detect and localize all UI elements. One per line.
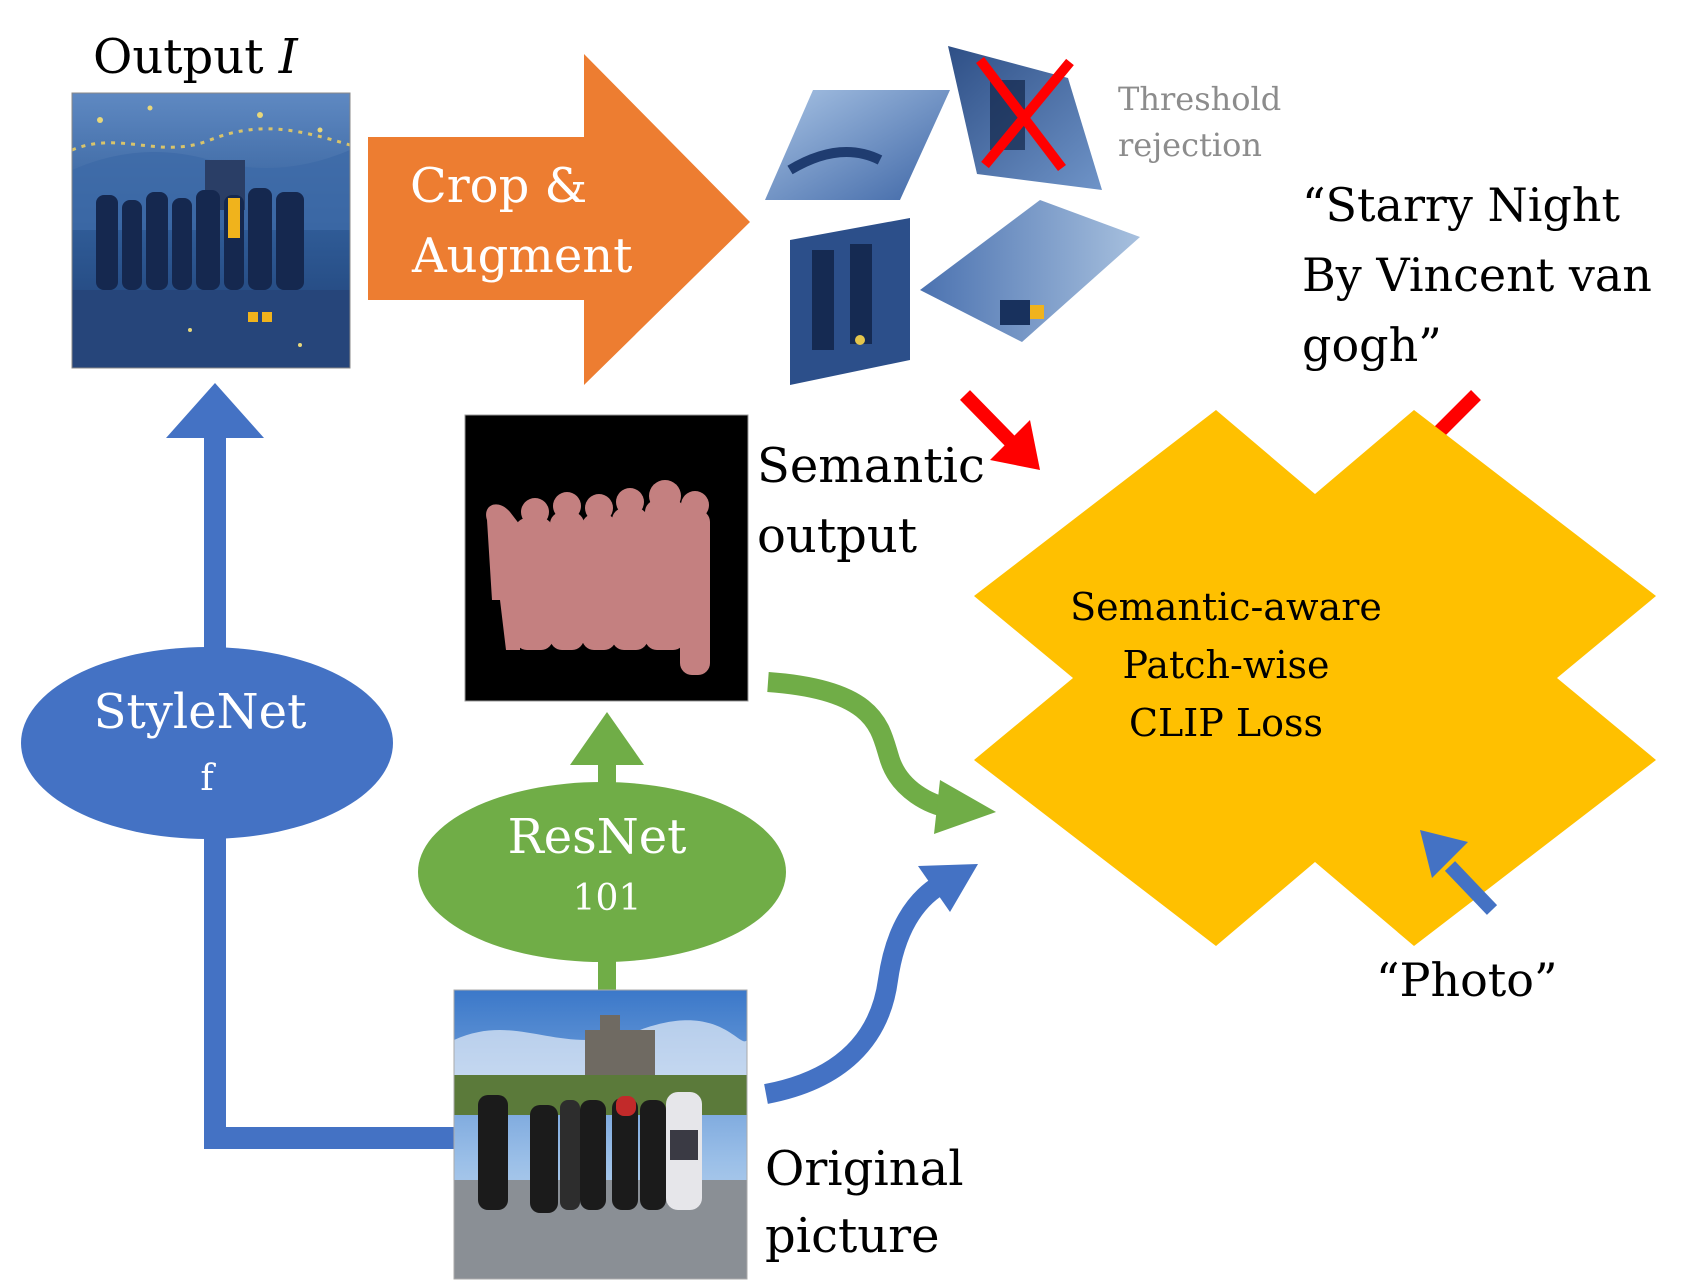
- threshold-line2: rejection: [1118, 126, 1262, 164]
- original-photo: [453, 989, 748, 1280]
- output-title: Output I: [93, 29, 299, 85]
- output-title-variable: I: [278, 29, 299, 85]
- loss-line2: Patch-wise: [1122, 643, 1329, 687]
- photo-prompt: “Photo”: [1376, 953, 1557, 1007]
- threshold-line1: Threshold: [1118, 80, 1281, 118]
- style-prompt-line3: gogh”: [1302, 318, 1442, 372]
- stylenet-sub: f: [200, 758, 216, 799]
- original-line2: picture: [765, 1208, 940, 1264]
- reject-cross-stroke-2: [981, 58, 1074, 169]
- augmented-patch-4: [920, 200, 1140, 342]
- loss-line1: Semantic-aware: [1070, 585, 1382, 629]
- loss-line3: CLIP Loss: [1129, 701, 1323, 745]
- semantic-output-line1: Semantic: [757, 438, 985, 494]
- red-arrow-patches-to-loss: [959, 390, 1040, 470]
- semantic-mask-image: [464, 414, 749, 702]
- resnet-sub: 101: [573, 878, 642, 919]
- resnet-name: ResNet: [508, 809, 687, 865]
- augmented-patch-1: [765, 90, 950, 200]
- crop-augment-line2: Augment: [411, 228, 632, 284]
- original-line1: Original: [765, 1141, 964, 1197]
- resnet-node: ResNet 101: [418, 782, 786, 962]
- augmented-patch-3: [790, 218, 910, 385]
- output-title-prefix: Output: [93, 29, 263, 85]
- crop-augment-line1: Crop &: [410, 158, 587, 214]
- semantic-output-line2: output: [757, 508, 917, 564]
- green-curved-arrow: [767, 672, 996, 834]
- blue-arrow-photo-to-loss: [1420, 830, 1498, 915]
- blue-curved-arrow: [764, 864, 978, 1104]
- style-prompt-line1: “Starry Night: [1302, 178, 1621, 232]
- resnet-up-arrowhead: [570, 712, 644, 765]
- clip-loss-shape: Semantic-aware Patch-wise CLIP Loss: [974, 410, 1656, 946]
- crop-augment-arrow: Crop & Augment: [368, 54, 750, 385]
- stylenet-node: StyleNet f: [21, 647, 393, 839]
- augmented-patch-2-rejected: [948, 46, 1102, 190]
- stylenet-up-arrowhead: [166, 383, 264, 438]
- style-prompt-line2: By Vincent van: [1302, 248, 1652, 302]
- output-image: [71, 92, 351, 369]
- stylenet-name: StyleNet: [94, 684, 307, 740]
